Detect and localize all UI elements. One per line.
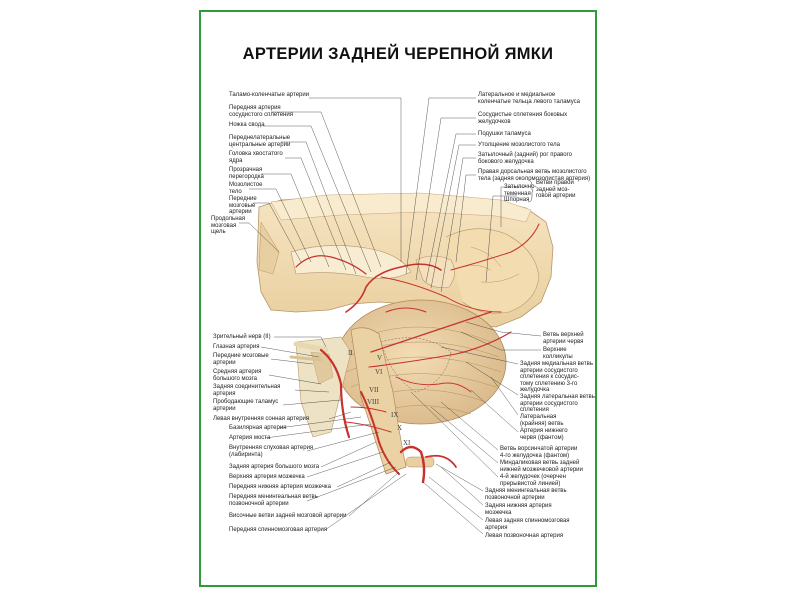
label-septum-pellucidum: Прозрачная перегородка [229, 167, 264, 180]
label-longitudinal-fissure: Продольная мозговая щель [211, 216, 246, 236]
label-posterior-meningeal-branch: Задняя менингеальная ветвь позвоночной а… [485, 488, 567, 501]
label-posterior-lateral-choroidal-branch: Задняя латеральная ветвь артерии сосудис… [520, 394, 595, 414]
label-corpus-callosum: Мозолистое тело [229, 182, 263, 195]
label-inferior-vermian-artery: Артерия нижнего червя (фантом) [520, 428, 568, 441]
nerve-numeral-x: X [397, 424, 402, 432]
label-middle-cerebral-artery: Средняя артерия большого мозга [213, 369, 262, 382]
label-lateral-marginal-branch: Латеральная (крайняя) ветвь [520, 414, 564, 427]
label-anterior-choroidal-artery: Передняя артерия сосудистого сплетения [229, 105, 293, 118]
label-optic-nerve: Зрительный нерв (II) [213, 334, 271, 340]
label-anterior-inferior-cerebellar-artery: Передняя нижняя артерия мозжечка [229, 484, 332, 490]
label-left-vertebral-artery: Левая позвоночная артерия [485, 533, 564, 539]
label-left-posterior-spinal-artery: Левая задняя спинномозговая артерия [485, 518, 570, 531]
nerve-numeral-xi: XI [403, 439, 411, 447]
skull-base [295, 336, 352, 438]
nerve-numeral-vi: VI [375, 368, 383, 376]
label-geniculate-bodies: Латеральное и медиальное коленчатые тель… [478, 92, 581, 105]
nerve-numeral-ii: II [348, 349, 353, 357]
label-fornix-crus: Ножка свода [229, 122, 265, 128]
arteries [295, 223, 540, 484]
label-anterolateral-central-arteries: Переднелатеральные центральные артерии [229, 135, 291, 148]
label-posterior-cerebral-artery: Задняя артерия большого мозга [229, 464, 320, 470]
label-splenium: Утолщение мозолистого тела [478, 142, 560, 148]
label-right-pca-branches: Ветви правой задней моз- говой артерии [536, 180, 576, 200]
label-posterior-inferior-cerebellar-artery: Задняя нижняя артерия мозжечка [485, 503, 552, 516]
nerve-numeral-viii: VIII [367, 398, 380, 406]
page-title: АРТЕРИИ ЗАДНЕЙ ЧЕРЕПНОЙ ЯМКИ [242, 45, 554, 63]
label-calcarine: Шпорная [504, 197, 530, 203]
label-temporal-branches: Височные ветви задней мозговой артерии [229, 513, 347, 519]
label-thalamogeniculate-arteries: Таламо-коленчатые артерии [229, 92, 310, 98]
nerve-numeral-ix: IX [391, 411, 398, 419]
poster-frame: АРТЕРИИ ЗАДНЕЙ ЧЕРЕПНОЙ ЯМКИ [199, 10, 597, 587]
label-superior-colliculi: Верхние колликулы [543, 347, 573, 360]
label-fourth-ventricle: 4-й желудочек (очерчен прерывистой линие… [500, 474, 566, 487]
label-superior-cerebellar-artery: Верхняя артерия мозжечка [229, 474, 305, 480]
label-choroidal-branch-4th-ventricle: Ветвь ворсинчатой артерии 4-го желудочка… [500, 446, 578, 459]
label-basilar-artery: Базилярная артерия [229, 425, 287, 431]
label-posterior-medial-choroidal-branch: Задняя медиальная ветвь артерии сосудист… [520, 361, 593, 394]
label-caudate-head: Головка хвостатого ядра [229, 151, 283, 164]
label-anterior-cerebral-arteries-top: Передние мозговые артерии [229, 196, 257, 216]
nerve-numeral-vii: VII [369, 386, 379, 394]
label-tonsillar-branch: Миндаликовая ветвь задней нижней мозжечк… [500, 460, 583, 473]
label-superior-vermian-branch: Ветвь верхней артерии червя [543, 332, 584, 345]
label-anterior-meningeal-branch: Передняя менингеальная ветвь позвоночной… [229, 494, 318, 507]
nerve-numeral-v: V [377, 354, 382, 362]
label-dorsal-callosal-branch: Правая дорсальная ветвь мозолистого тела… [478, 169, 591, 182]
label-ophthalmic-artery: Глазная артерия [213, 344, 260, 350]
label-parieto-occipital: Затылочно- теменная [504, 184, 537, 197]
label-posterior-communicating-artery: Задняя соединительная артерия [213, 384, 281, 397]
label-occipital-horn: Затылочный (задний) рог правого бокового… [478, 152, 573, 165]
leader-lines [239, 97, 542, 535]
label-pontine-artery: Артерия моста [229, 435, 271, 441]
label-left-internal-carotid-artery: Левая внутренняя сонная артерия [213, 416, 310, 422]
brainstem [350, 327, 407, 475]
label-choroid-plexuses: Сосудистые сплетения боковых желудочков [478, 112, 568, 125]
label-pulvinar: Подушки таламуса [478, 131, 531, 137]
label-anterior-cerebral-arteries: Передние мозговые артерии [213, 353, 269, 366]
label-thalamoperforating-arteries: Прободающие таламус артерии [213, 399, 279, 412]
label-anterior-spinal-artery: Передняя спинномозговая артерия [229, 527, 328, 533]
anatomy-illustration: II V VI VII VIII IX X XI [239, 97, 554, 535]
label-labyrinthine-artery: Внутренняя слуховая артерия (лабиринта) [229, 445, 314, 458]
